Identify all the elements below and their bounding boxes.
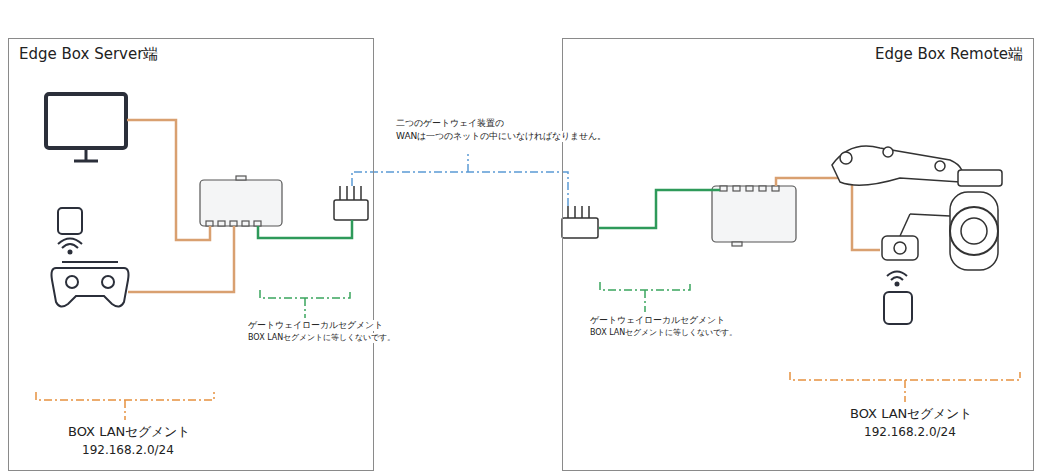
router-icon [562, 206, 598, 238]
segment-bracket [260, 290, 350, 318]
lan-cable [127, 120, 234, 292]
note-label: BOX LANセグメントに等しくないです。 [588, 328, 739, 338]
phone-icon [884, 292, 912, 324]
drone-camera-icon [832, 146, 1002, 270]
note-label: BOX LANセグメント [848, 406, 974, 422]
segment-bracket [600, 282, 690, 312]
wan-link [352, 154, 568, 206]
note-label: WANは一つのネットの中にいなければなりません。 [394, 131, 608, 142]
edge-box-icon [712, 186, 796, 246]
segment-bracket [790, 372, 1020, 402]
panel-title: Edge Box Remote端 [563, 39, 1033, 70]
monitor-icon [46, 94, 126, 161]
note-label: ゲートウェイローカルセグメント [588, 315, 727, 326]
note-label: 192.168.2.0/24 [80, 443, 176, 457]
site-panel: Edge Box Server端 [8, 38, 374, 471]
lan-cable [776, 178, 880, 250]
note-label: 192.168.2.0/24 [862, 425, 958, 439]
gateway-cable [599, 190, 720, 228]
phone-icon [58, 208, 82, 234]
router-icon [334, 186, 368, 220]
gateway-cable [258, 220, 352, 238]
wifi-icon [887, 272, 907, 286]
note-label: BOX LANセグメントに等しくないです。 [246, 333, 397, 343]
note-label: 二つのゲートウェイ装置の [394, 118, 506, 129]
note-label: ゲートウェイローカルセグメント [246, 320, 385, 331]
controller-icon [52, 262, 129, 307]
wifi-icon [58, 239, 82, 254]
segment-bracket [36, 392, 214, 420]
edge-box-icon [200, 176, 282, 226]
note-label: BOX LANセグメント [66, 424, 192, 440]
panel-title: Edge Box Server端 [9, 39, 373, 70]
